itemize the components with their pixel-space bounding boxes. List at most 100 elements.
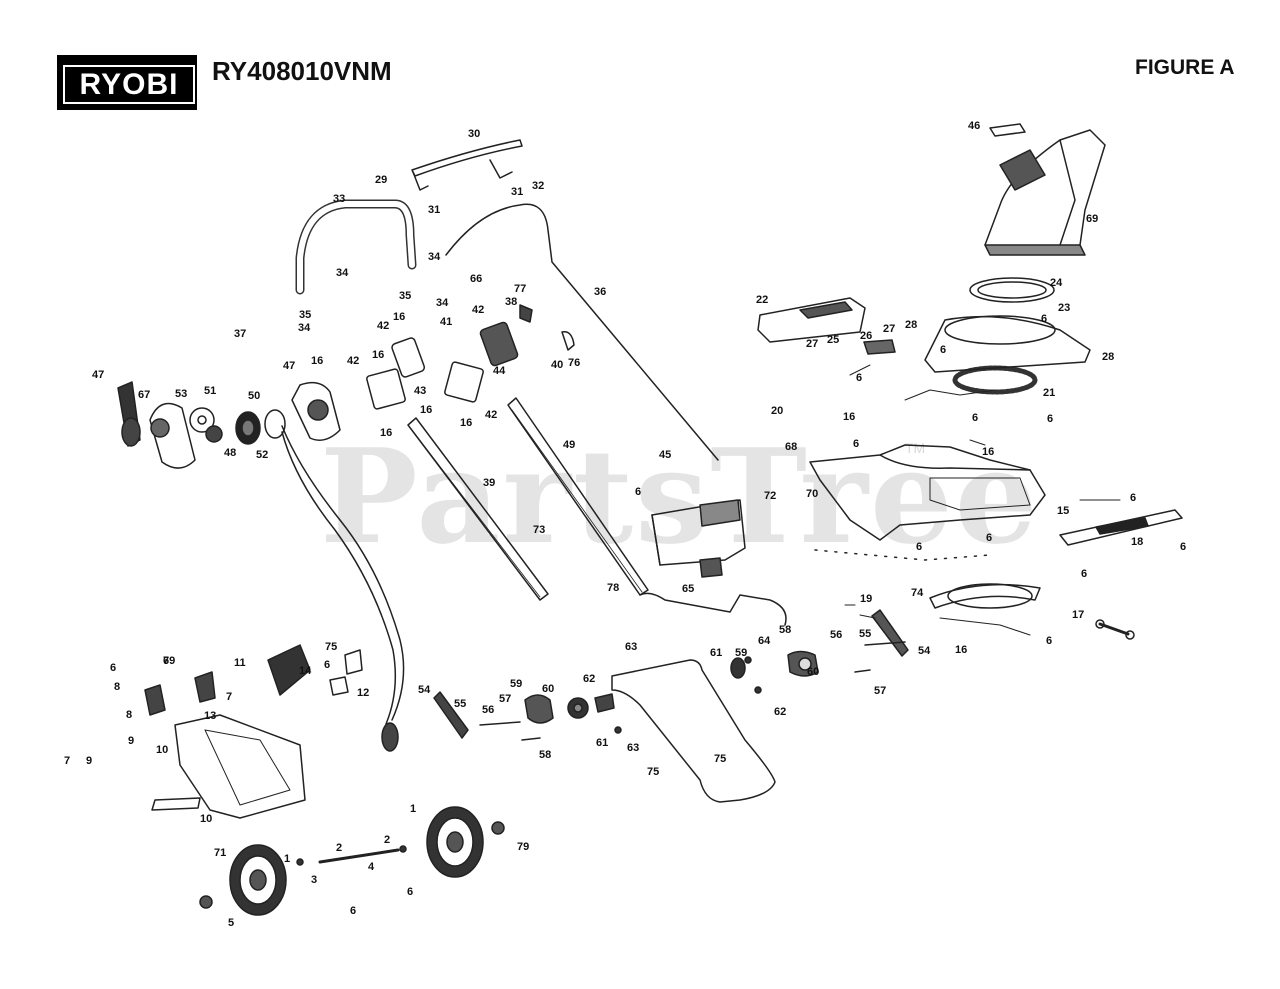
callout-label: 6 [110, 662, 116, 674]
callout-label: 6 [916, 541, 922, 553]
callout-label: 24 [1050, 277, 1063, 289]
callout-label: 37 [234, 328, 246, 340]
callout-label: 76 [568, 357, 580, 369]
callout-label: 6 [324, 659, 330, 671]
screw-hardware-parts [844, 364, 1121, 636]
callout-label: 7 [226, 691, 232, 703]
callout-label: 54 [918, 645, 931, 657]
callout-label: 49 [563, 439, 575, 451]
callout-label: 6 [407, 886, 413, 898]
callout-label: 19 [860, 593, 872, 605]
callout-label: 67 [138, 389, 150, 401]
callout-label: 9 [128, 735, 134, 747]
callout-label: 75 [714, 753, 726, 765]
callout-label: 8 [114, 681, 120, 693]
callout-label: 16 [380, 427, 392, 439]
callout-label: 60 [807, 666, 819, 678]
model-number: RY408010VNM [212, 56, 392, 86]
callout-label: 71 [214, 847, 226, 859]
callout-labels: 30 29 31 31 32 33 34 34 34 34 35 35 36 6… [64, 120, 1186, 929]
callout-label: 6 [1180, 541, 1186, 553]
callout-label: 69 [1086, 213, 1098, 225]
callout-label: 63 [625, 641, 637, 653]
callout-label: 77 [514, 283, 526, 295]
callout-label: 34 [336, 267, 349, 279]
callout-label: 41 [440, 316, 452, 328]
blade-part [929, 583, 1041, 609]
callout-label: 34 [436, 297, 449, 309]
callout-label: 46 [968, 120, 980, 132]
callout-label: 61 [596, 737, 608, 749]
callout-label: 2 [336, 842, 342, 854]
callout-label: 20 [771, 405, 783, 417]
figure-label: FIGURE A [1135, 56, 1235, 79]
callout-label: 73 [533, 524, 545, 536]
front-handle-part [611, 592, 787, 803]
callout-label: 42 [347, 355, 359, 367]
callout-label: 6 [856, 372, 862, 384]
rear-flap-part [1059, 509, 1183, 546]
callout-label: 2 [384, 834, 390, 846]
callout-label: 7 [64, 755, 70, 767]
callout-label: 47 [92, 369, 104, 381]
callout-label: 38 [505, 296, 517, 308]
callout-label: 1 [410, 803, 416, 815]
wrench-part [1095, 619, 1135, 640]
callout-label: 6 [972, 412, 978, 424]
callout-label: 64 [758, 635, 771, 647]
callout-label: 10 [200, 813, 212, 825]
callout-label: 6 [635, 486, 641, 498]
callout-label: 16 [393, 311, 405, 323]
callout-label: 42 [472, 304, 484, 316]
callout-label: 35 [399, 290, 411, 302]
callout-label: 59 [510, 678, 522, 690]
callout-label: 6 [1047, 413, 1053, 425]
callout-label: 16 [311, 355, 323, 367]
callout-label: 13 [204, 710, 216, 722]
callout-label: 6 [1081, 568, 1087, 580]
callout-label: 14 [299, 665, 312, 677]
callout-label: 34 [298, 322, 311, 334]
callout-label: 16 [420, 404, 432, 416]
callout-label: 75 [647, 766, 659, 778]
callout-label: 1 [284, 853, 290, 865]
callout-label: 11 [234, 657, 246, 669]
callout-label: 12 [357, 687, 369, 699]
handle-rod-part [445, 203, 719, 461]
callout-label: 57 [874, 685, 886, 697]
callout-label: 31 [511, 186, 523, 198]
callout-label: 17 [1072, 609, 1084, 621]
callout-label: 6 [853, 438, 859, 450]
callout-label: 39 [483, 477, 495, 489]
callout-label: 65 [682, 583, 694, 595]
callout-label: 42 [485, 409, 497, 421]
callout-label: 18 [1131, 536, 1143, 548]
callout-label: 22 [756, 294, 768, 306]
ryobi-logo: RYOBI [57, 55, 197, 110]
upper-handle-part [295, 139, 523, 295]
callout-label: 6 [350, 905, 356, 917]
callout-label: 44 [493, 365, 506, 377]
callout-label: 25 [827, 334, 839, 346]
callout-label: 28 [905, 319, 917, 331]
callout-label: 29 [375, 174, 387, 186]
callout-label: 66 [470, 273, 482, 285]
switch-box-parts [366, 304, 575, 410]
callout-label: 42 [377, 320, 389, 332]
callout-label: 6 [1046, 635, 1052, 647]
callout-label: 6 [1041, 313, 1047, 325]
callout-label: 31 [428, 204, 440, 216]
wheel-parts [199, 806, 505, 916]
callout-label: 35 [299, 309, 311, 321]
gear-assembly-parts [117, 381, 341, 469]
callout-label: 6 [1130, 492, 1136, 504]
callout-label: 78 [607, 582, 619, 594]
callout-label: 53 [175, 388, 187, 400]
callout-label: 40 [551, 359, 563, 371]
callout-label: 68 [785, 441, 797, 453]
callout-label: 26 [860, 330, 872, 342]
callout-label: 58 [539, 749, 551, 761]
lower-housing-parts [144, 644, 363, 819]
callout-label: 34 [428, 251, 441, 263]
callout-label: 15 [1057, 505, 1069, 517]
